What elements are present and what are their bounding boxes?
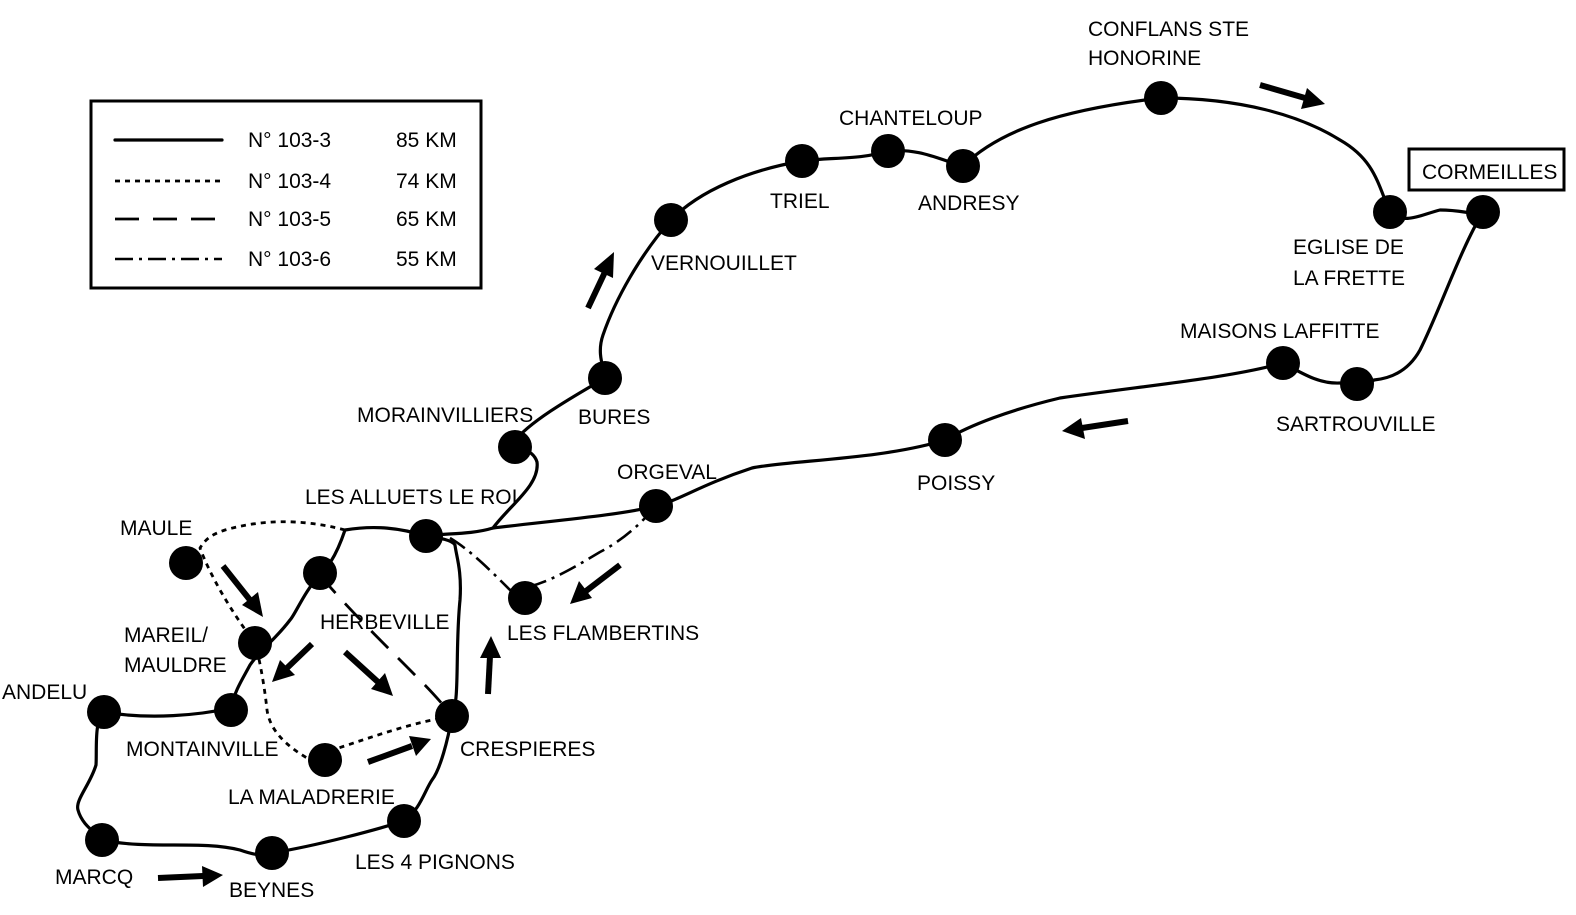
label-maule: MAULE (120, 517, 192, 540)
stop-chanteloup (871, 134, 905, 168)
stop-maule (169, 546, 203, 580)
legend-distance-3: 65 KM (396, 208, 457, 231)
arrow-icon (1259, 82, 1325, 109)
label-mareil: MAULDRE (124, 654, 227, 677)
arrow-icon (480, 636, 501, 695)
label-beynes: BEYNES (229, 879, 314, 902)
arrow-icon (342, 649, 393, 696)
label-conflans: CONFLANS STE (1088, 18, 1249, 41)
label-herbeville: HERBEVILLE (320, 611, 450, 634)
label-eglise: LA FRETTE (1293, 267, 1405, 290)
legend-distance-4: 55 KM (396, 248, 457, 271)
label-pignons: LES 4 PIGNONS (355, 851, 515, 874)
route-103-6 (449, 505, 657, 592)
direction-arrows (157, 82, 1325, 887)
arrow-icon (220, 564, 263, 617)
route-103-5 (318, 574, 454, 717)
label-andresy: ANDRESY (918, 192, 1020, 215)
label-cormeilles: CORMEILLES (1422, 161, 1557, 184)
legend-route-4: N° 103-6 (248, 248, 331, 271)
label-alluets: LES ALLUETS LE ROI (305, 486, 517, 509)
stop-beynes (255, 836, 289, 870)
stop-crespieres (435, 699, 469, 733)
arrow-icon (157, 866, 223, 887)
label-eglise: EGLISE DE (1293, 236, 1404, 259)
arrow-icon (272, 641, 315, 682)
cormeilles-box (1407, 147, 1566, 192)
label-montainville: MONTAINVILLE (126, 738, 278, 761)
label-maladrerie: LA MALADRERIE (228, 786, 395, 809)
label-bures: BURES (578, 406, 650, 429)
stop-marcq (85, 823, 119, 857)
legend-distance-2: 74 KM (396, 170, 457, 193)
label-sartrouville: SARTROUVILLE (1276, 413, 1436, 436)
label-flambertins: LES FLAMBERTINS (507, 622, 699, 645)
stop-montainville (214, 693, 248, 727)
legend-route-3: N° 103-5 (248, 208, 331, 231)
label-morainvilliers: MORAINVILLIERS (357, 404, 533, 427)
arrow-icon (1062, 418, 1129, 439)
stops (85, 81, 1500, 870)
stop-sartrouville (1340, 367, 1374, 401)
label-triel: TRIEL (770, 190, 830, 213)
label-conflans: HONORINE (1088, 47, 1201, 70)
label-andelu: ANDELU (2, 681, 87, 704)
label-crespieres: CRESPIERES (460, 738, 595, 761)
label-poissy: POISSY (917, 472, 995, 495)
label-mareil: MAREIL/ (124, 624, 208, 647)
stop-herbeville (303, 556, 337, 590)
stop-flambertins (508, 581, 542, 615)
stop-maladrerie (308, 743, 342, 777)
stop-maisons-laffitte (1266, 346, 1300, 380)
arrow-icon (570, 562, 622, 604)
stop-triel (785, 144, 819, 178)
arrow-icon (585, 252, 614, 310)
arrow-icon (366, 736, 431, 765)
legend-route-1: N° 103-3 (248, 129, 331, 152)
legend: N° 103-3 85 KM N° 103-4 74 KM N° 103-5 6… (89, 99, 483, 290)
stop-vernouillet (654, 203, 688, 237)
label-chanteloup: CHANTELOUP (839, 107, 983, 130)
legend-box (89, 99, 483, 290)
stop-poissy (928, 423, 962, 457)
stop-alluets (409, 519, 443, 553)
stop-andelu (87, 695, 121, 729)
legend-route-2: N° 103-4 (248, 170, 331, 193)
place-labels: CONFLANS STE HONORINE CHANTELOUP TRIEL A… (2, 18, 1566, 902)
label-orgeval: ORGEVAL (617, 461, 717, 484)
label-vernouillet: VERNOUILLET (651, 252, 797, 275)
stop-mareil (238, 626, 272, 660)
stop-eglise-de-la-frette (1373, 195, 1407, 229)
label-maisons-laffitte: MAISONS LAFFITTE (1180, 320, 1380, 343)
stop-bures (588, 361, 622, 395)
stop-conflans (1144, 81, 1178, 115)
stop-andresy (946, 149, 980, 183)
stop-orgeval (639, 489, 673, 523)
legend-distance-1: 85 KM (396, 129, 457, 152)
stop-pignons (387, 804, 421, 838)
stop-morainvilliers (498, 430, 532, 464)
stop-cormeilles (1466, 195, 1500, 229)
label-marcq: MARCQ (55, 866, 133, 889)
